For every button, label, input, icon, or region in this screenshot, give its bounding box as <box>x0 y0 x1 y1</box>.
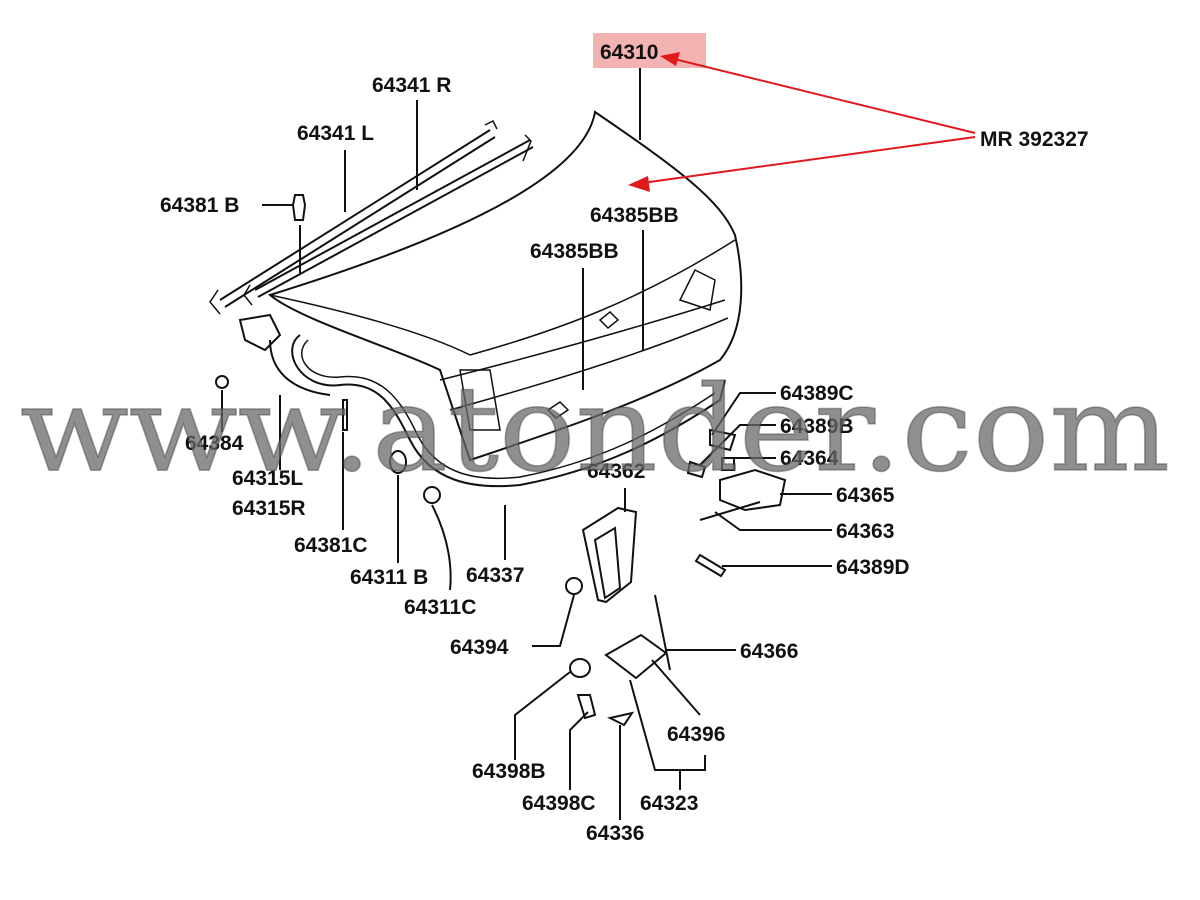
part-label-64341R[interactable]: 64341 R <box>372 74 451 97</box>
part-label-64389D[interactable]: 64389D <box>836 556 910 579</box>
part-label-64385BB-b[interactable]: 64385BB <box>530 240 619 263</box>
part-labels: 64341 R 64341 L 64381 B 64385BB 64385BB … <box>160 74 910 845</box>
part-label-64364[interactable]: 64364 <box>780 447 839 470</box>
callout-arrows <box>628 52 976 192</box>
part-label-64398B[interactable]: 64398B <box>472 760 546 783</box>
part-label-64366[interactable]: 64366 <box>740 640 798 663</box>
part-label-64385BB-a[interactable]: 64385BB <box>590 204 679 227</box>
part-label-64337[interactable]: 64337 <box>466 564 524 587</box>
part-label-64311C[interactable]: 64311C <box>404 596 476 619</box>
part-label-64394[interactable]: 64394 <box>450 636 509 659</box>
part-label-64389B[interactable]: 64389B <box>780 415 854 438</box>
part-label-64315L[interactable]: 64315L <box>232 467 303 490</box>
callout-part-number[interactable]: MR 392327 <box>980 128 1089 151</box>
part-label-64336[interactable]: 64336 <box>586 822 644 845</box>
part-label-64398C[interactable]: 64398C <box>522 792 596 815</box>
part-label-64384[interactable]: 64384 <box>185 432 244 455</box>
trunk-lid-drawing <box>209 110 787 727</box>
part-label-64363[interactable]: 64363 <box>836 520 894 543</box>
part-label-64365[interactable]: 64365 <box>836 484 895 507</box>
watermark: www.atonder.com <box>20 360 1170 498</box>
part-label-64389C[interactable]: 64389C <box>780 382 854 405</box>
part-label-64396[interactable]: 64396 <box>667 723 725 746</box>
part-label-64381C[interactable]: 64381C <box>294 534 368 557</box>
part-label-64315R[interactable]: 64315R <box>232 497 306 520</box>
part-label-64323[interactable]: 64323 <box>640 792 698 815</box>
leader-lines <box>221 68 832 820</box>
part-label-64310[interactable]: 64310 <box>600 41 658 64</box>
part-label-64381B[interactable]: 64381 B <box>160 194 239 217</box>
part-label-64362[interactable]: 64362 <box>587 460 645 483</box>
part-label-64341L[interactable]: 64341 L <box>297 122 374 145</box>
part-label-64311B[interactable]: 64311 B <box>350 566 428 589</box>
